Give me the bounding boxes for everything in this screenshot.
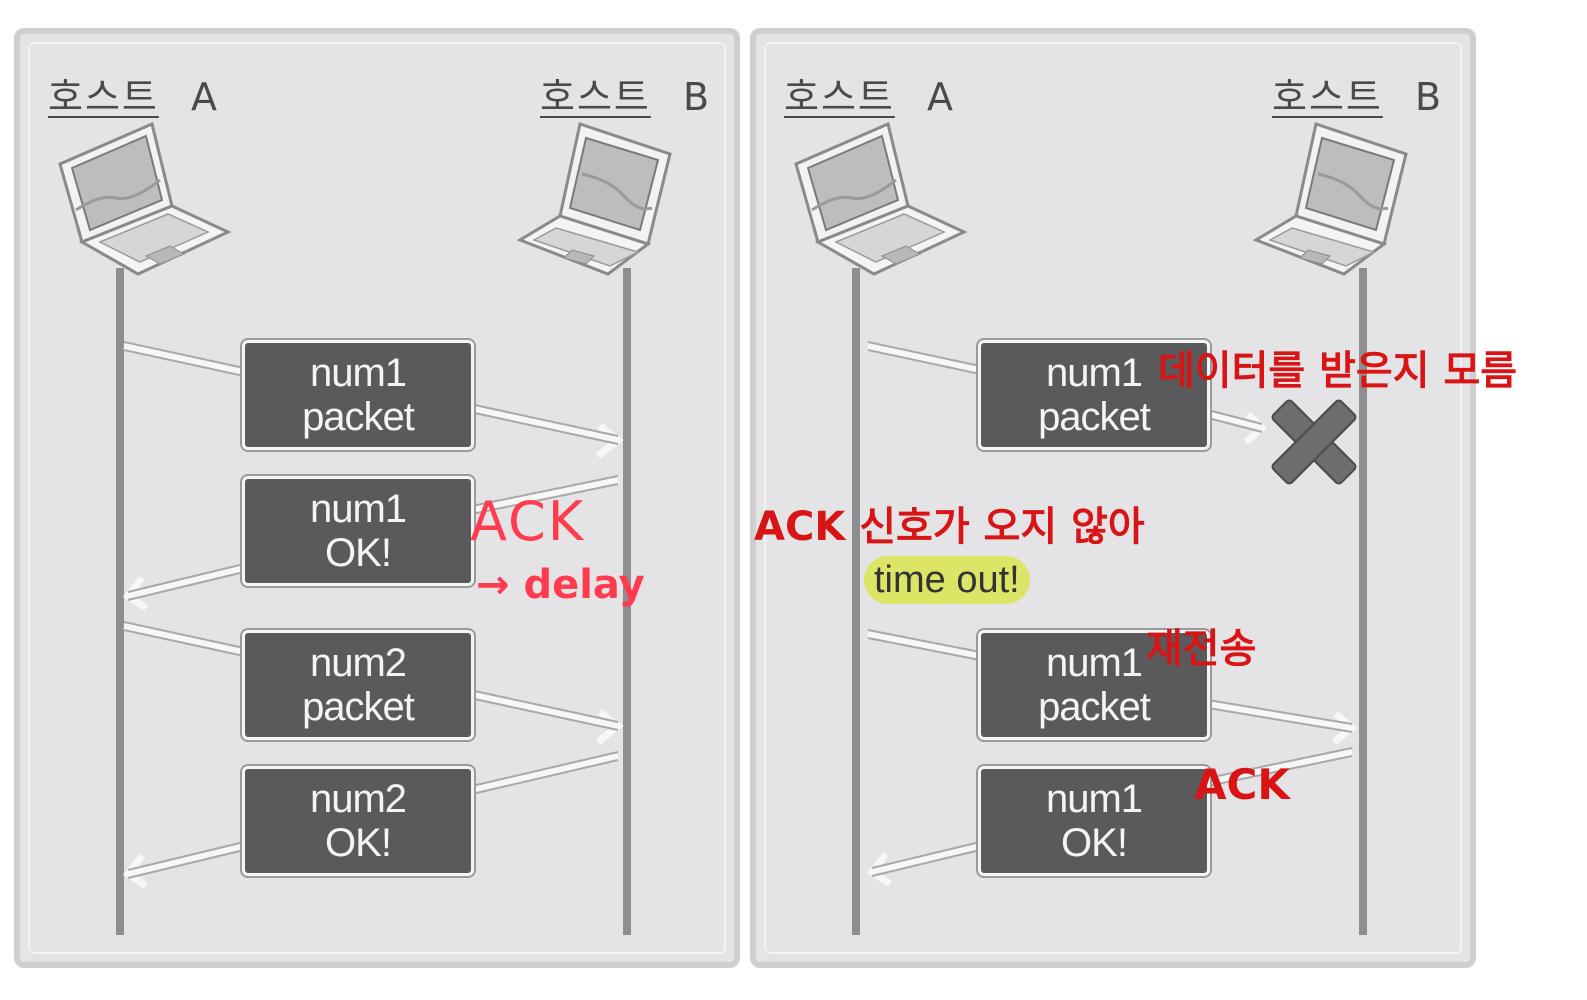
left-laptop-b-icon [518,122,672,276]
message-line2: OK! [325,531,392,575]
right-laptop-a-icon [794,122,966,276]
left-message-box: num1 OK! [240,474,476,588]
left-host-b-letter: B [682,75,712,119]
message-line1: num1 [309,487,407,531]
right-host-a-letter: A [926,75,955,119]
right-arrow-outlines [867,341,1353,877]
message-line1: num2 [309,641,407,685]
left-host-b-label: 호스트 B [540,66,711,121]
right-panel-inner [764,42,1462,954]
message-line2: packet [302,685,415,729]
timeout-label: time out! [864,556,1030,604]
left-host-a-label: 호스트 A [48,66,219,121]
left-laptop-a-icon [58,122,230,276]
left-message-box: num2 OK! [240,764,476,878]
right-host-a-label: 호스트 A [784,66,955,121]
left-panel-inner [28,42,726,954]
message-line1: num1 [309,351,407,395]
left-arrows [122,342,624,889]
right-arrows [866,342,1358,887]
message-line2: OK! [325,821,392,865]
message-line1: num1 [1045,641,1143,685]
right-host-a-name: 호스트 [784,75,895,119]
message-line1: num2 [309,777,407,821]
message-line2: packet [1038,395,1151,439]
right-message-box: num1 packet [976,628,1212,742]
message-line1: num1 [1045,351,1143,395]
lost-packet-x-icon [1271,399,1357,485]
right-message-box: num1 packet [976,338,1212,452]
left-host-a-name: 호스트 [48,75,159,119]
left-ack-annotation: ACK [470,490,586,553]
no-ack-annotation: ACK 신호가 오지 않아 [754,504,1145,550]
left-host-b-name: 호스트 [540,75,651,119]
right-message-box: num1 OK! [976,764,1212,878]
right-host-b-letter: B [1414,75,1444,119]
left-arrow-outlines [123,341,619,879]
left-delay-annotation: → delay [476,562,645,608]
right-host-b-name: 호스트 [1272,75,1383,119]
message-line2: OK! [1061,821,1128,865]
unknown-receipt-annotation: 데이터를 받은지 모름 [1158,348,1518,394]
left-host-a-letter: A [190,75,219,119]
message-line2: packet [1038,685,1151,729]
left-message-box: num2 packet [240,628,476,742]
message-line1: num1 [1045,777,1143,821]
retransmit-annotation: 재전송 [1146,626,1257,672]
right-host-b-label: 호스트 B [1272,66,1443,121]
right-ack-annotation: ACK [1194,760,1290,809]
message-line2: packet [302,395,415,439]
right-laptop-b-icon [1254,122,1408,276]
left-message-box: num1 packet [240,338,476,452]
